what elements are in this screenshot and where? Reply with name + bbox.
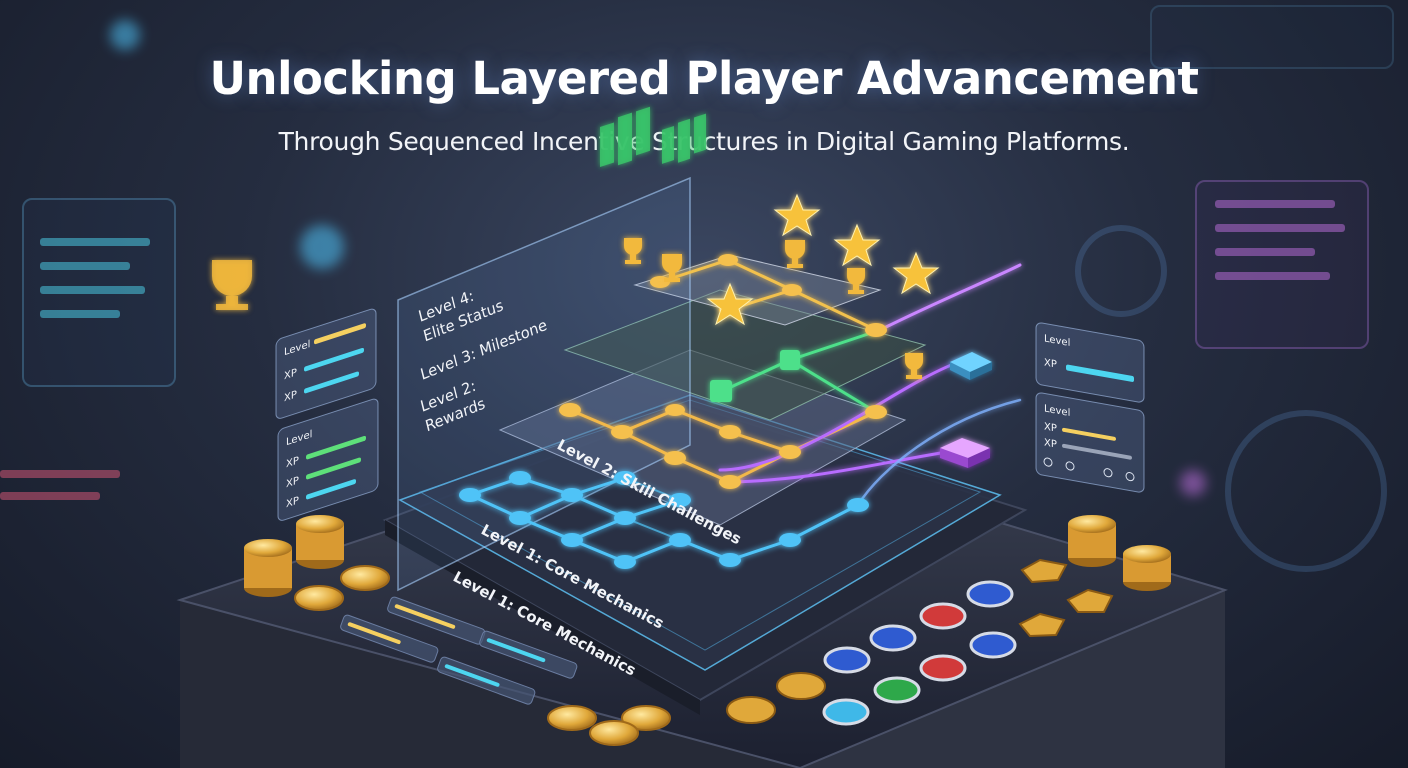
card-xp-label: XP [286,454,299,470]
xp-card-left-top: Level XP XP [275,308,377,419]
xp-card-left-bottom: Level XP XP XP [277,398,379,521]
card-xp-label: XP [1044,421,1057,434]
card-xp-label: XP [286,474,299,490]
gold-coin [294,565,671,746]
background-glow [110,20,140,50]
background-bar [0,470,120,478]
card-xp-label: XP [284,388,297,404]
background-bar [0,492,100,500]
background-glow [1180,470,1206,496]
card-xp-label: XP [1044,357,1057,370]
background-panel-right [1195,180,1369,349]
background-bar [1215,200,1335,208]
pedestal-progress-bars [340,596,578,705]
xp-card-right-top: Level XP [1035,322,1145,403]
background-panel-top-right [1150,5,1394,69]
coin-stack-left [244,515,344,597]
path-purple-curve [718,358,967,484]
xp-card-right-bottom: Level XP XP [1035,392,1145,493]
path-blue-curve [856,398,1022,507]
background-bar [1215,272,1330,280]
page-title: Unlocking Layered Player Advancement [209,52,1200,105]
reward-cube-blue [950,352,992,380]
gold-badges [726,558,1114,724]
green-bar-graph [600,106,706,168]
card-header: Level [1044,333,1070,349]
layer-info-glass-panel [397,176,691,592]
trophy-icon [212,238,923,379]
card-xp-label: XP [284,366,297,382]
path-purple-swirl [878,263,1022,332]
background-bar [1215,248,1315,256]
reward-cube-purple [940,438,990,468]
achievement-badges [822,580,1017,726]
coin-stack-right [1068,515,1171,591]
card-xp-label: XP [286,494,299,510]
level1-nodes [459,471,869,569]
background-glow [300,225,344,269]
star-icon [706,193,940,326]
background-bar [40,238,150,246]
card-xp-label: XP [1044,437,1057,450]
card-header: Level [1044,403,1070,419]
background-bar [1215,224,1345,232]
level2-nodes [559,403,887,489]
level1-platform [382,394,1028,715]
background-bar [40,310,120,318]
background-bar [40,262,130,270]
background-ring [1075,225,1167,317]
background-bar [40,286,145,294]
background-ring [1225,410,1387,572]
level3-nodes [710,350,800,402]
